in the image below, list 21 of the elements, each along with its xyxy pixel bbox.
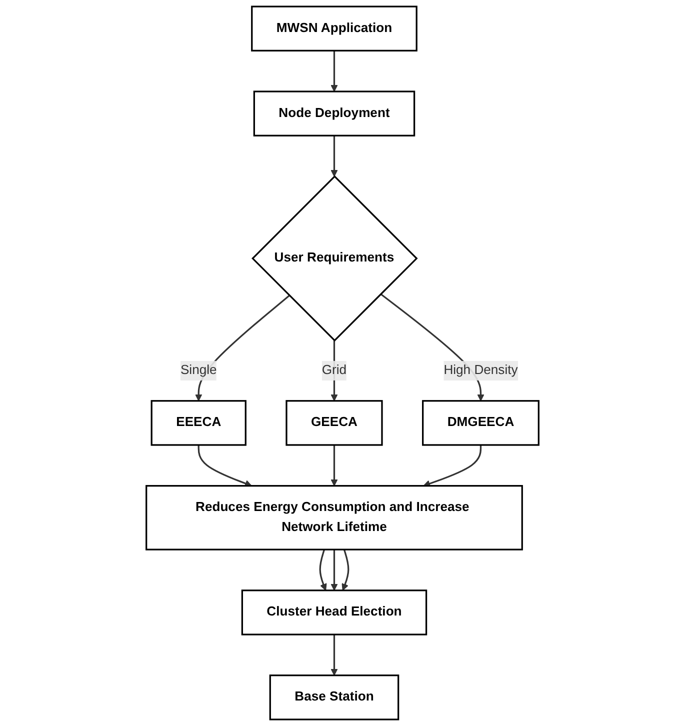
node-box: Cluster Head Election bbox=[241, 590, 428, 636]
node-box: DMGEECA bbox=[422, 400, 540, 446]
node-box: Reduces Energy Consumption and Increase Network Lifetime bbox=[146, 485, 523, 550]
arrow bbox=[342, 549, 350, 591]
node-diamond: User Requirements bbox=[252, 175, 418, 342]
arrow bbox=[319, 549, 327, 591]
arrow bbox=[330, 50, 338, 92]
node-box: GEECA bbox=[286, 400, 383, 446]
arrow bbox=[198, 444, 252, 487]
node-box: EEECA bbox=[150, 400, 246, 446]
edge-label: High Density bbox=[444, 363, 518, 378]
edge-label: Single bbox=[180, 363, 217, 378]
arrow bbox=[330, 444, 338, 486]
node-box: MWSN Application bbox=[251, 6, 418, 52]
arrow bbox=[330, 634, 338, 676]
node-box: Node Deployment bbox=[253, 90, 416, 136]
arrow bbox=[330, 550, 338, 591]
node-box: Base Station bbox=[269, 674, 400, 720]
arrow bbox=[423, 444, 482, 488]
arrow bbox=[330, 136, 338, 177]
edge-label: Grid bbox=[322, 363, 347, 378]
